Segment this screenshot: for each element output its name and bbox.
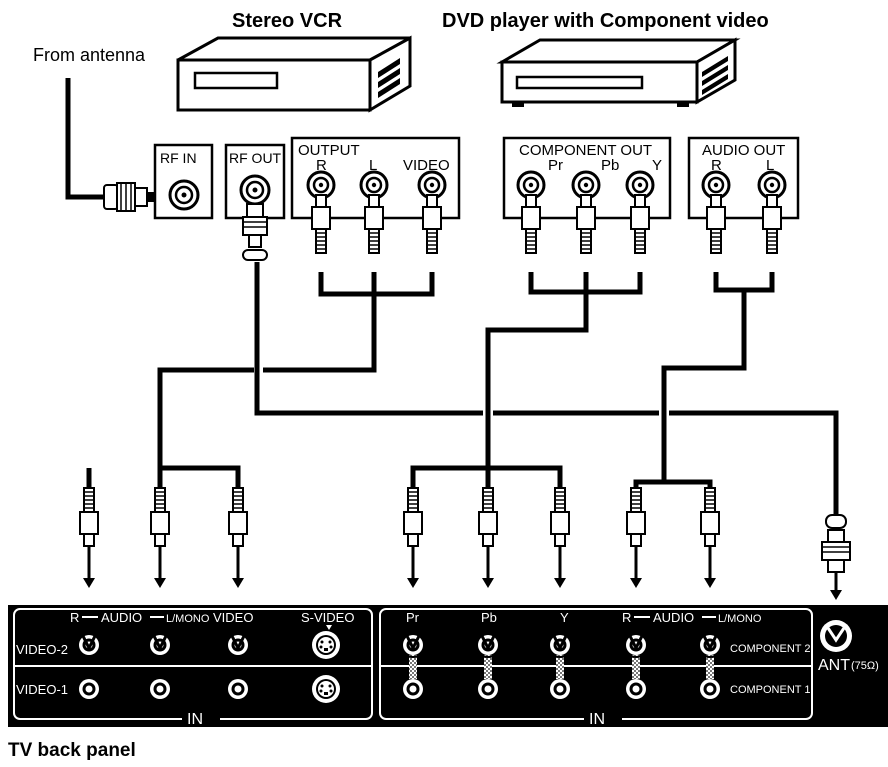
comp1-pr-jack [403, 679, 423, 699]
tv-left-lmono-label: L/MONO [166, 613, 210, 625]
tv-video2-video-plug [228, 487, 248, 588]
tv-video2-r-plug [79, 487, 99, 588]
tv-component1-label: COMPONENT 1 [730, 684, 810, 696]
tv-ant-ohm-label: (75Ω) [851, 660, 879, 672]
dvd-audio-l-plug [762, 194, 782, 254]
ant-plug [821, 514, 851, 600]
vcr-title: Stereo VCR [232, 10, 343, 32]
tv-comp2-r-plug [626, 487, 646, 588]
video1-l-jack [150, 679, 170, 699]
tv-video1-label: VIDEO-1 [16, 682, 68, 697]
antenna-label: From antenna [33, 45, 146, 65]
comp1-pb-jack [478, 679, 498, 699]
comp-link [556, 655, 564, 679]
dvd-pr-label: Pr [548, 157, 563, 174]
tv-ant-label: ANT [818, 657, 850, 674]
tv-right-r-label: R [622, 610, 631, 625]
comp2-pb-jack [475, 632, 501, 658]
comp-link [632, 655, 640, 679]
dvd-pr-jack [516, 170, 546, 200]
comp2-l-jack [697, 632, 723, 658]
rf-out-connector [242, 203, 268, 261]
dvd-audio-out-label: AUDIO OUT [702, 142, 785, 159]
vcr-r-jack [306, 170, 336, 200]
tv-back-panel: VIDEO-2 VIDEO-1 R AUDIO L/MONO VIDEO S-V… [8, 605, 888, 728]
vcr-video-plug [422, 194, 442, 254]
tv-jacks [76, 631, 723, 703]
device-jacks [306, 170, 787, 254]
tv-left-video-label: VIDEO [213, 610, 253, 625]
dvd-audio-r-plug [706, 194, 726, 254]
dvd-device [496, 37, 741, 107]
dvd-y-label: Y [652, 157, 662, 174]
dvd-y-plug [630, 194, 650, 254]
rf-out-label: RF OUT [229, 150, 282, 166]
tv-video2-label: VIDEO-2 [16, 642, 68, 657]
comp-link [484, 655, 492, 679]
vcr-device [176, 35, 412, 113]
video1-svideo-jack [312, 675, 340, 703]
video1-r-jack [79, 679, 99, 699]
video2-l-jack [147, 632, 173, 658]
vcr-r-plug [311, 194, 331, 254]
video2-r-jack [76, 632, 102, 658]
tv-video2-l-plug [150, 487, 170, 588]
dvd-pr-plug [521, 194, 541, 254]
vcr-l-jack [359, 170, 389, 200]
tv-comp2-pr-plug [403, 487, 423, 588]
comp2-y-jack [547, 632, 573, 658]
vcr-r-label: R [316, 157, 327, 174]
tv-right-y-label: Y [560, 610, 569, 625]
cable-crossings [254, 358, 669, 426]
vcr-l-plug [364, 194, 384, 254]
dvd-l-label: L [766, 157, 774, 174]
vcr-output-label: OUTPUT [298, 142, 360, 159]
comp1-l-jack [700, 679, 720, 699]
tv-comp2-y-plug [550, 487, 570, 588]
comp1-y-jack [550, 679, 570, 699]
tv-comp2-pb-plug [478, 487, 498, 588]
dvd-pb-plug [576, 194, 596, 254]
dvd-component-out-label: COMPONENT OUT [519, 142, 652, 159]
comp2-pr-jack [400, 632, 426, 658]
dvd-audio-r-jack [701, 170, 731, 200]
antenna-connector [103, 182, 157, 212]
tv-right-pr-label: Pr [406, 610, 420, 625]
vcr-l-label: L [369, 157, 377, 174]
rf-in-panel: RF IN [153, 143, 214, 220]
dvd-pb-label: Pb [601, 157, 619, 174]
tv-left-in-label: IN [187, 711, 203, 728]
tv-right-lmono-label: L/MONO [718, 613, 762, 625]
dvd-pb-jack [571, 170, 601, 200]
tv-plugs [79, 487, 720, 588]
tv-left-svideo-label: S-VIDEO [301, 610, 354, 625]
dvd-r-label: R [711, 157, 722, 174]
tv-right-in-label: IN [589, 711, 605, 728]
tv-left-audio-label: AUDIO [101, 610, 142, 625]
tv-left-r-label: R [70, 610, 79, 625]
comp1-r-jack [626, 679, 646, 699]
tv-component2-label: COMPONENT 2 [730, 643, 810, 655]
tv-right-audio-label: AUDIO [653, 610, 694, 625]
comp-link [706, 655, 714, 679]
vcr-video-label: VIDEO [403, 157, 450, 174]
tv-comp2-l-plug [700, 487, 720, 588]
video2-video-jack [225, 632, 251, 658]
comp-link [409, 655, 417, 679]
rf-in-label: RF IN [160, 150, 197, 166]
video1-video-jack [228, 679, 248, 699]
tv-panel-caption: TV back panel [8, 740, 136, 761]
tv-right-pb-label: Pb [481, 610, 497, 625]
dvd-title: DVD player with Component video [442, 10, 769, 32]
comp2-r-jack [623, 632, 649, 658]
video2-svideo-jack [312, 631, 340, 659]
